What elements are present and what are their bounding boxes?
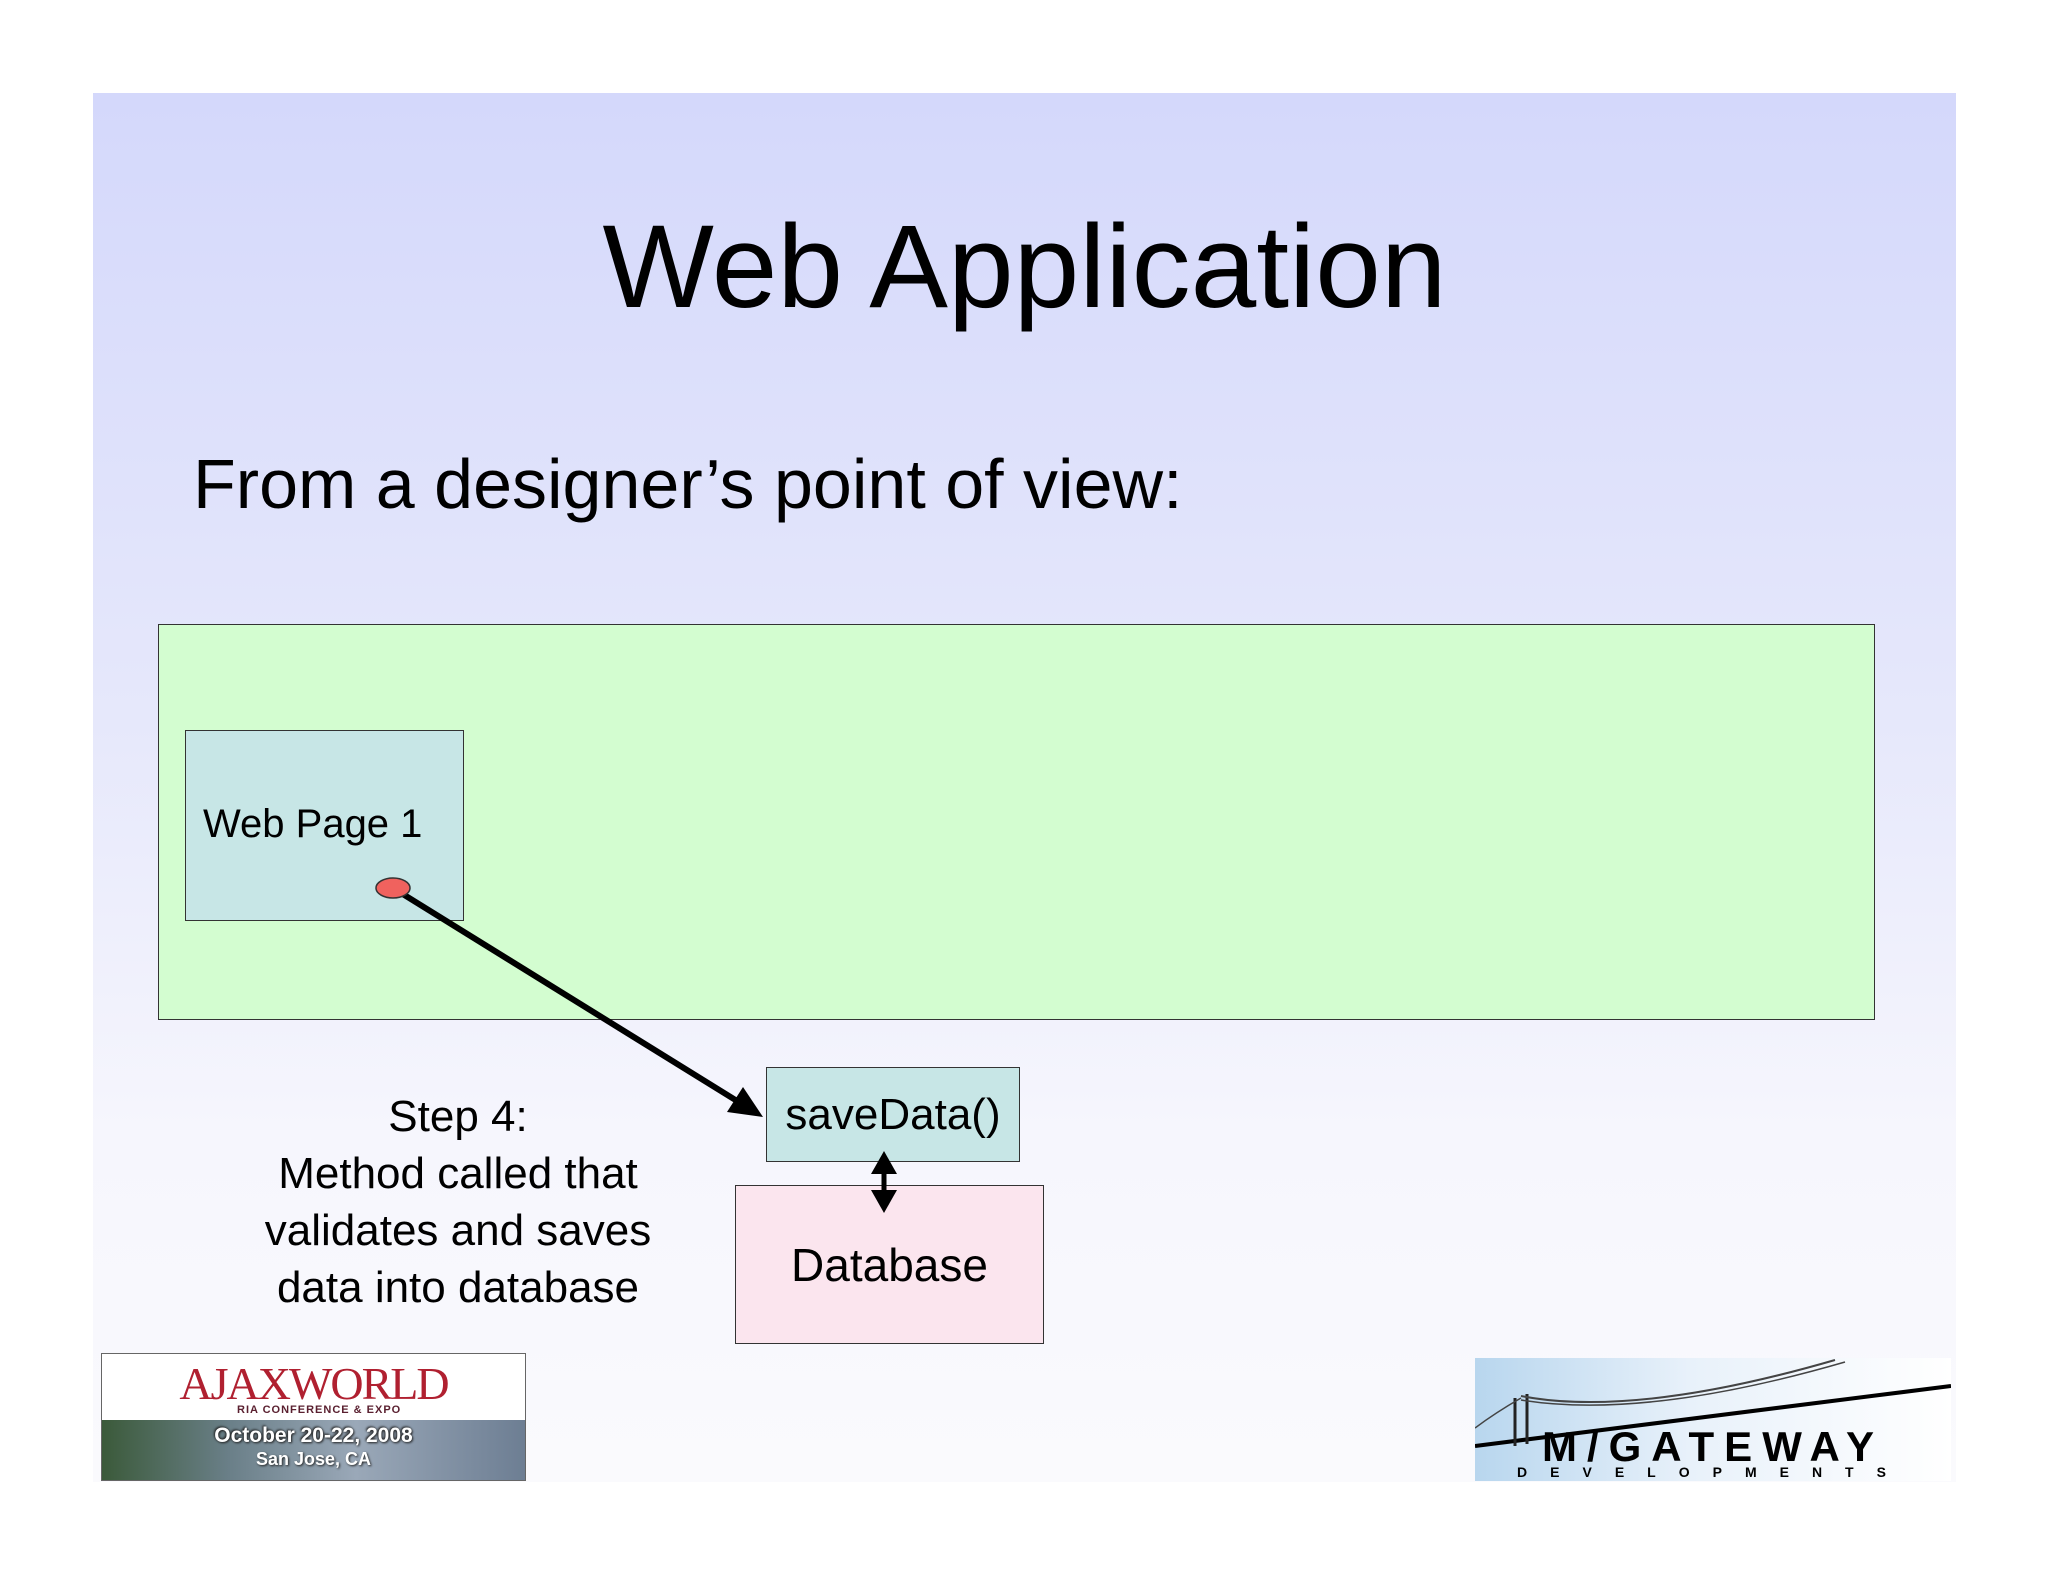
save-data-method-box: saveData() bbox=[766, 1067, 1020, 1162]
trigger-dot bbox=[375, 877, 411, 899]
database-label: Database bbox=[791, 1238, 988, 1291]
step-line: data into database bbox=[276, 1263, 640, 1312]
step-description: Step 4: Method called that validates and… bbox=[223, 1088, 693, 1316]
slide-subtitle: From a designer’s point of view: bbox=[193, 445, 1183, 523]
web-page-label: Web Page 1 bbox=[203, 802, 423, 846]
ajaxworld-tagline: RIA CONFERENCE & EXPO bbox=[237, 1404, 402, 1416]
call-arrow-line bbox=[391, 885, 752, 1112]
step-heading: Step 4: bbox=[388, 1092, 528, 1141]
ajaxworld-brand: AJAXWORLD bbox=[179, 1358, 449, 1409]
db-link-head-down bbox=[871, 1190, 897, 1213]
web-page-box: Web Page 1 bbox=[185, 730, 464, 921]
bridge-icon bbox=[1475, 1359, 1951, 1448]
ajaxworld-dates: October 20-22, 2008 bbox=[214, 1424, 413, 1447]
slide-title: Web Application bbox=[602, 201, 1447, 333]
mgateway-name: M/GATEWAY bbox=[1541, 1423, 1885, 1470]
mgateway-tagline: DEVELOPMENTS bbox=[1517, 1464, 1909, 1480]
call-arrow-head bbox=[727, 1087, 763, 1117]
ajaxworld-location: San Jose, CA bbox=[255, 1449, 372, 1469]
slide: Web Application From a designer’s point … bbox=[93, 93, 1956, 1482]
database-box: Database bbox=[735, 1185, 1044, 1344]
step-line: Method called that bbox=[278, 1149, 638, 1198]
ajaxworld-logo: AJAXWORLD RIA CONFERENCE & EXPO October … bbox=[101, 1353, 526, 1481]
connector-layer bbox=[375, 877, 897, 1213]
step-line: validates and saves bbox=[264, 1206, 652, 1255]
ajaxworld-photo bbox=[102, 1420, 525, 1480]
save-data-label: saveData() bbox=[785, 1089, 1001, 1139]
mgateway-logo: M/GATEWAY DEVELOPMENTS bbox=[1475, 1358, 1951, 1481]
db-link-head-up bbox=[871, 1151, 897, 1174]
